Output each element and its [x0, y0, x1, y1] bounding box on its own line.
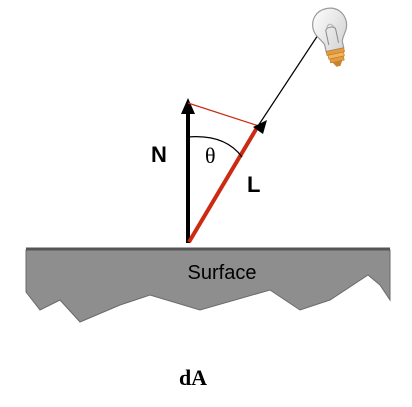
light-vector-shaft: [187, 124, 260, 244]
surface-body: [25, 249, 391, 323]
light-ray: [257, 34, 319, 127]
normal-vector-arrowhead: [181, 98, 195, 114]
projection-line: [187, 102, 263, 128]
light-bulb-icon: [312, 7, 348, 67]
light-label: L: [247, 172, 260, 197]
normal-label: N: [151, 142, 167, 167]
theta-label: θ: [205, 143, 216, 168]
area-label: dA: [179, 365, 207, 390]
angle-arc: [187, 136, 243, 158]
light-vector-arrowhead: [253, 120, 267, 134]
surface-label: Surface: [188, 262, 257, 284]
surface: Surface: [25, 247, 391, 323]
normal-vector: [181, 98, 195, 243]
